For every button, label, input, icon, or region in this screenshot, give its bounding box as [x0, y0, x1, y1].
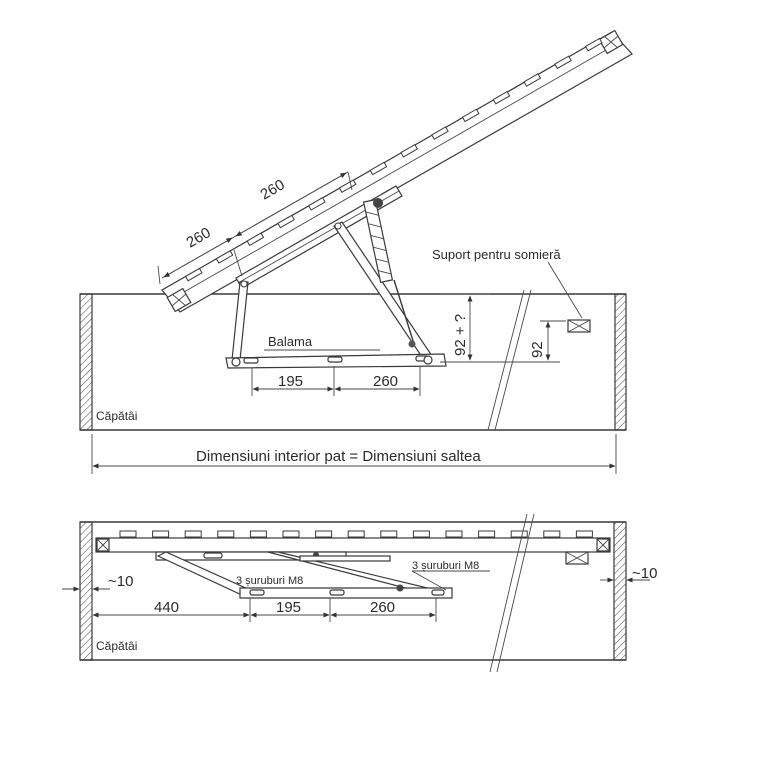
footboard-wall — [614, 293, 627, 431]
slat-support-top — [565, 551, 589, 565]
interior-dimension: Dimensiuni interior pat = Dimensiuni sal… — [91, 434, 617, 474]
gas-spring — [362, 198, 415, 345]
slat-dimension-1: 260 — [184, 224, 214, 251]
slat-tick-flat — [478, 530, 496, 538]
slat-tick-flat — [543, 530, 561, 538]
slat-tick-flat — [315, 530, 333, 538]
hinge-dimension-195: 195 — [278, 373, 303, 390]
slat-tick-flat — [412, 530, 430, 538]
support-label: Suport pentru somieră — [432, 247, 561, 262]
gap-dimensions: ~10 ~10 — [62, 565, 657, 592]
hinge-dimensions-top: 440 195 260 — [91, 598, 437, 622]
lift-mechanism-folded — [155, 551, 453, 599]
footboard-wall-top — [613, 521, 627, 661]
slat-tick — [554, 55, 572, 70]
gap-left-dimension: ~10 — [108, 573, 133, 590]
height-dimensions: 92 + ? 92 — [440, 293, 566, 363]
slat-tick-flat — [347, 530, 365, 538]
flat-slatted-base — [95, 530, 611, 553]
slat-tick — [492, 90, 511, 105]
slat-tick-flat — [217, 530, 235, 538]
top-view: 3 șuruburi M8 3 șuruburi M8 ~10 ~10 440 … — [62, 513, 657, 673]
headboard-label-top: Căpătâi — [96, 639, 137, 653]
slat-tick-flat — [445, 530, 463, 538]
gap-right-dimension: ~10 — [632, 565, 657, 582]
slat-tick-flat — [119, 530, 137, 538]
slat-tick — [431, 126, 449, 140]
screws-label-2: 3 șuruburi M8 — [412, 560, 479, 572]
break-lines-top — [489, 513, 535, 673]
height-dimension-92: 92 — [529, 341, 546, 358]
slat-tick — [400, 143, 419, 158]
hinge-label: Balama — [268, 334, 313, 349]
bed-frame-top — [79, 521, 627, 661]
side-view: 260 260 — [79, 29, 633, 474]
slat-dimension-2: 260 — [258, 176, 288, 203]
offset-dimension-440: 440 — [154, 599, 179, 616]
slat-tick-flat — [184, 530, 202, 538]
headboard-label-side: Căpătâi — [96, 409, 137, 423]
slat-tick-flat — [380, 530, 398, 538]
slat-support-side: Suport pentru somieră — [432, 247, 591, 333]
lift-mechanism-side: Balama — [225, 198, 447, 369]
slat-tick — [461, 108, 480, 123]
hinge-dimension-260: 260 — [373, 373, 398, 390]
slat-tick-flat — [249, 530, 267, 538]
headboard-wall — [79, 293, 93, 431]
slat-tick — [523, 73, 542, 87]
screws-label-1: 3 șuruburi M8 — [236, 575, 303, 587]
hinge-dimension-top-195: 195 — [276, 599, 301, 616]
interior-dimension-label: Dimensiuni interior pat = Dimensiuni sal… — [196, 448, 481, 465]
slat-tick-flat — [152, 530, 170, 538]
break-lines-side — [487, 289, 532, 431]
slat-tick-flat — [510, 530, 528, 538]
bed-frame-side — [79, 293, 627, 431]
hinge-dimensions-side: 195 260 — [251, 366, 421, 396]
hinge-dimension-top-260: 260 — [370, 599, 395, 616]
slat-tick — [584, 37, 603, 52]
headboard-wall-top — [79, 521, 93, 661]
slat-tick-flat — [575, 530, 593, 538]
slat-tick-flat — [282, 530, 300, 538]
flat-slats — [119, 530, 593, 538]
height-variable-dimension: 92 + ? — [452, 314, 469, 356]
tilted-slatted-base — [161, 29, 633, 313]
slat-tick — [369, 161, 388, 176]
